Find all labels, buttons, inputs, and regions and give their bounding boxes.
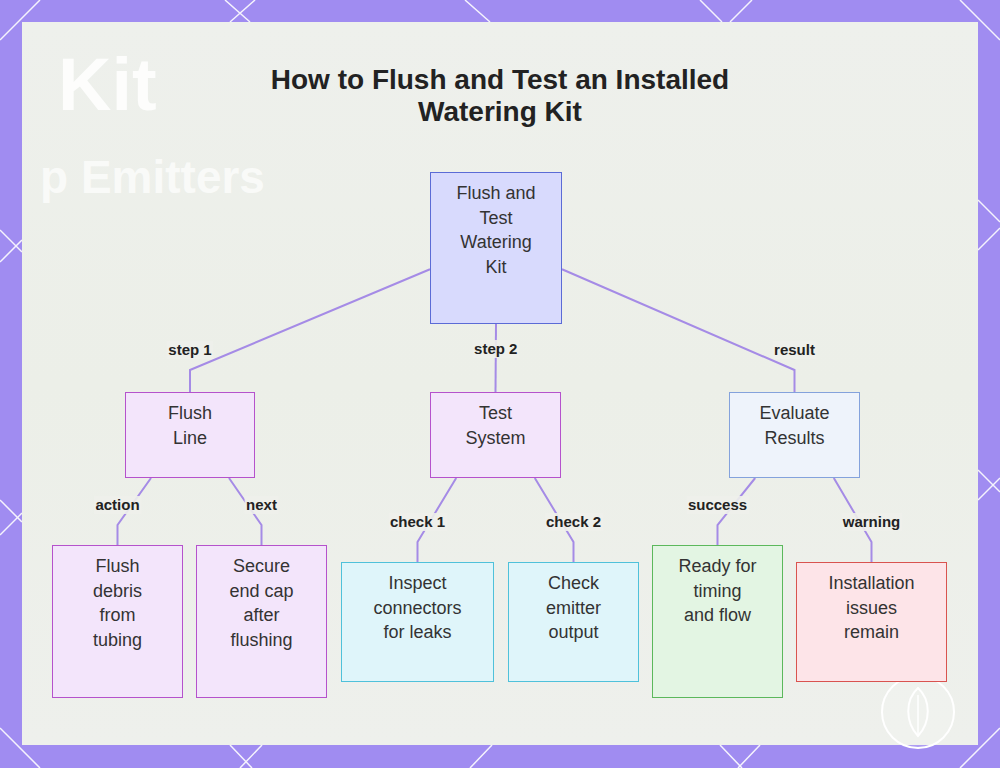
edge-label: check 1 [388, 513, 447, 531]
result-box: Evaluate Results [729, 392, 860, 478]
root-topic-box: Flush and Test Watering Kit [430, 172, 562, 324]
watermark-text: Kit [58, 42, 157, 127]
node-text: Evaluate Results [755, 401, 834, 450]
node-text: Flush Line [151, 401, 229, 450]
node-text: Inspect connectors for leaks [367, 571, 468, 645]
step-box: Test System [430, 392, 561, 478]
node-text: Flush and Test Watering Kit [453, 181, 539, 279]
diagram-title: How to Flush and Test an Installed Water… [230, 64, 770, 128]
edge-label: warning [841, 513, 903, 531]
action-box: Secure end cap after flushing [196, 545, 327, 698]
node-text: Installation issues remain [819, 571, 924, 645]
success-box: Ready for timing and flow [652, 545, 783, 698]
warning-box: Installation issues remain [796, 562, 947, 682]
node-text: Test System [456, 401, 535, 450]
node-text: Check emitter output [531, 571, 616, 645]
connector-line [495, 324, 498, 392]
check-box: Check emitter output [508, 562, 639, 682]
edge-label: result [772, 341, 817, 359]
edge-label: step 1 [166, 341, 213, 359]
watermark-text: p Emitters [40, 150, 265, 204]
edge-label: next [244, 496, 279, 514]
connector-line [190, 269, 430, 392]
edge-label: action [93, 496, 141, 514]
action-box: Flush debris from tubing [52, 545, 183, 698]
edge-label: step 2 [472, 340, 519, 358]
node-text: Flush debris from tubing [75, 554, 160, 652]
check-box: Inspect connectors for leaks [341, 562, 494, 682]
edge-label: check 2 [544, 513, 603, 531]
step-box: Flush Line [125, 392, 255, 478]
node-text: Ready for timing and flow [677, 554, 758, 628]
edge-label: success [686, 496, 749, 514]
node-text: Secure end cap after flushing [219, 554, 304, 652]
connector-line [562, 269, 795, 392]
